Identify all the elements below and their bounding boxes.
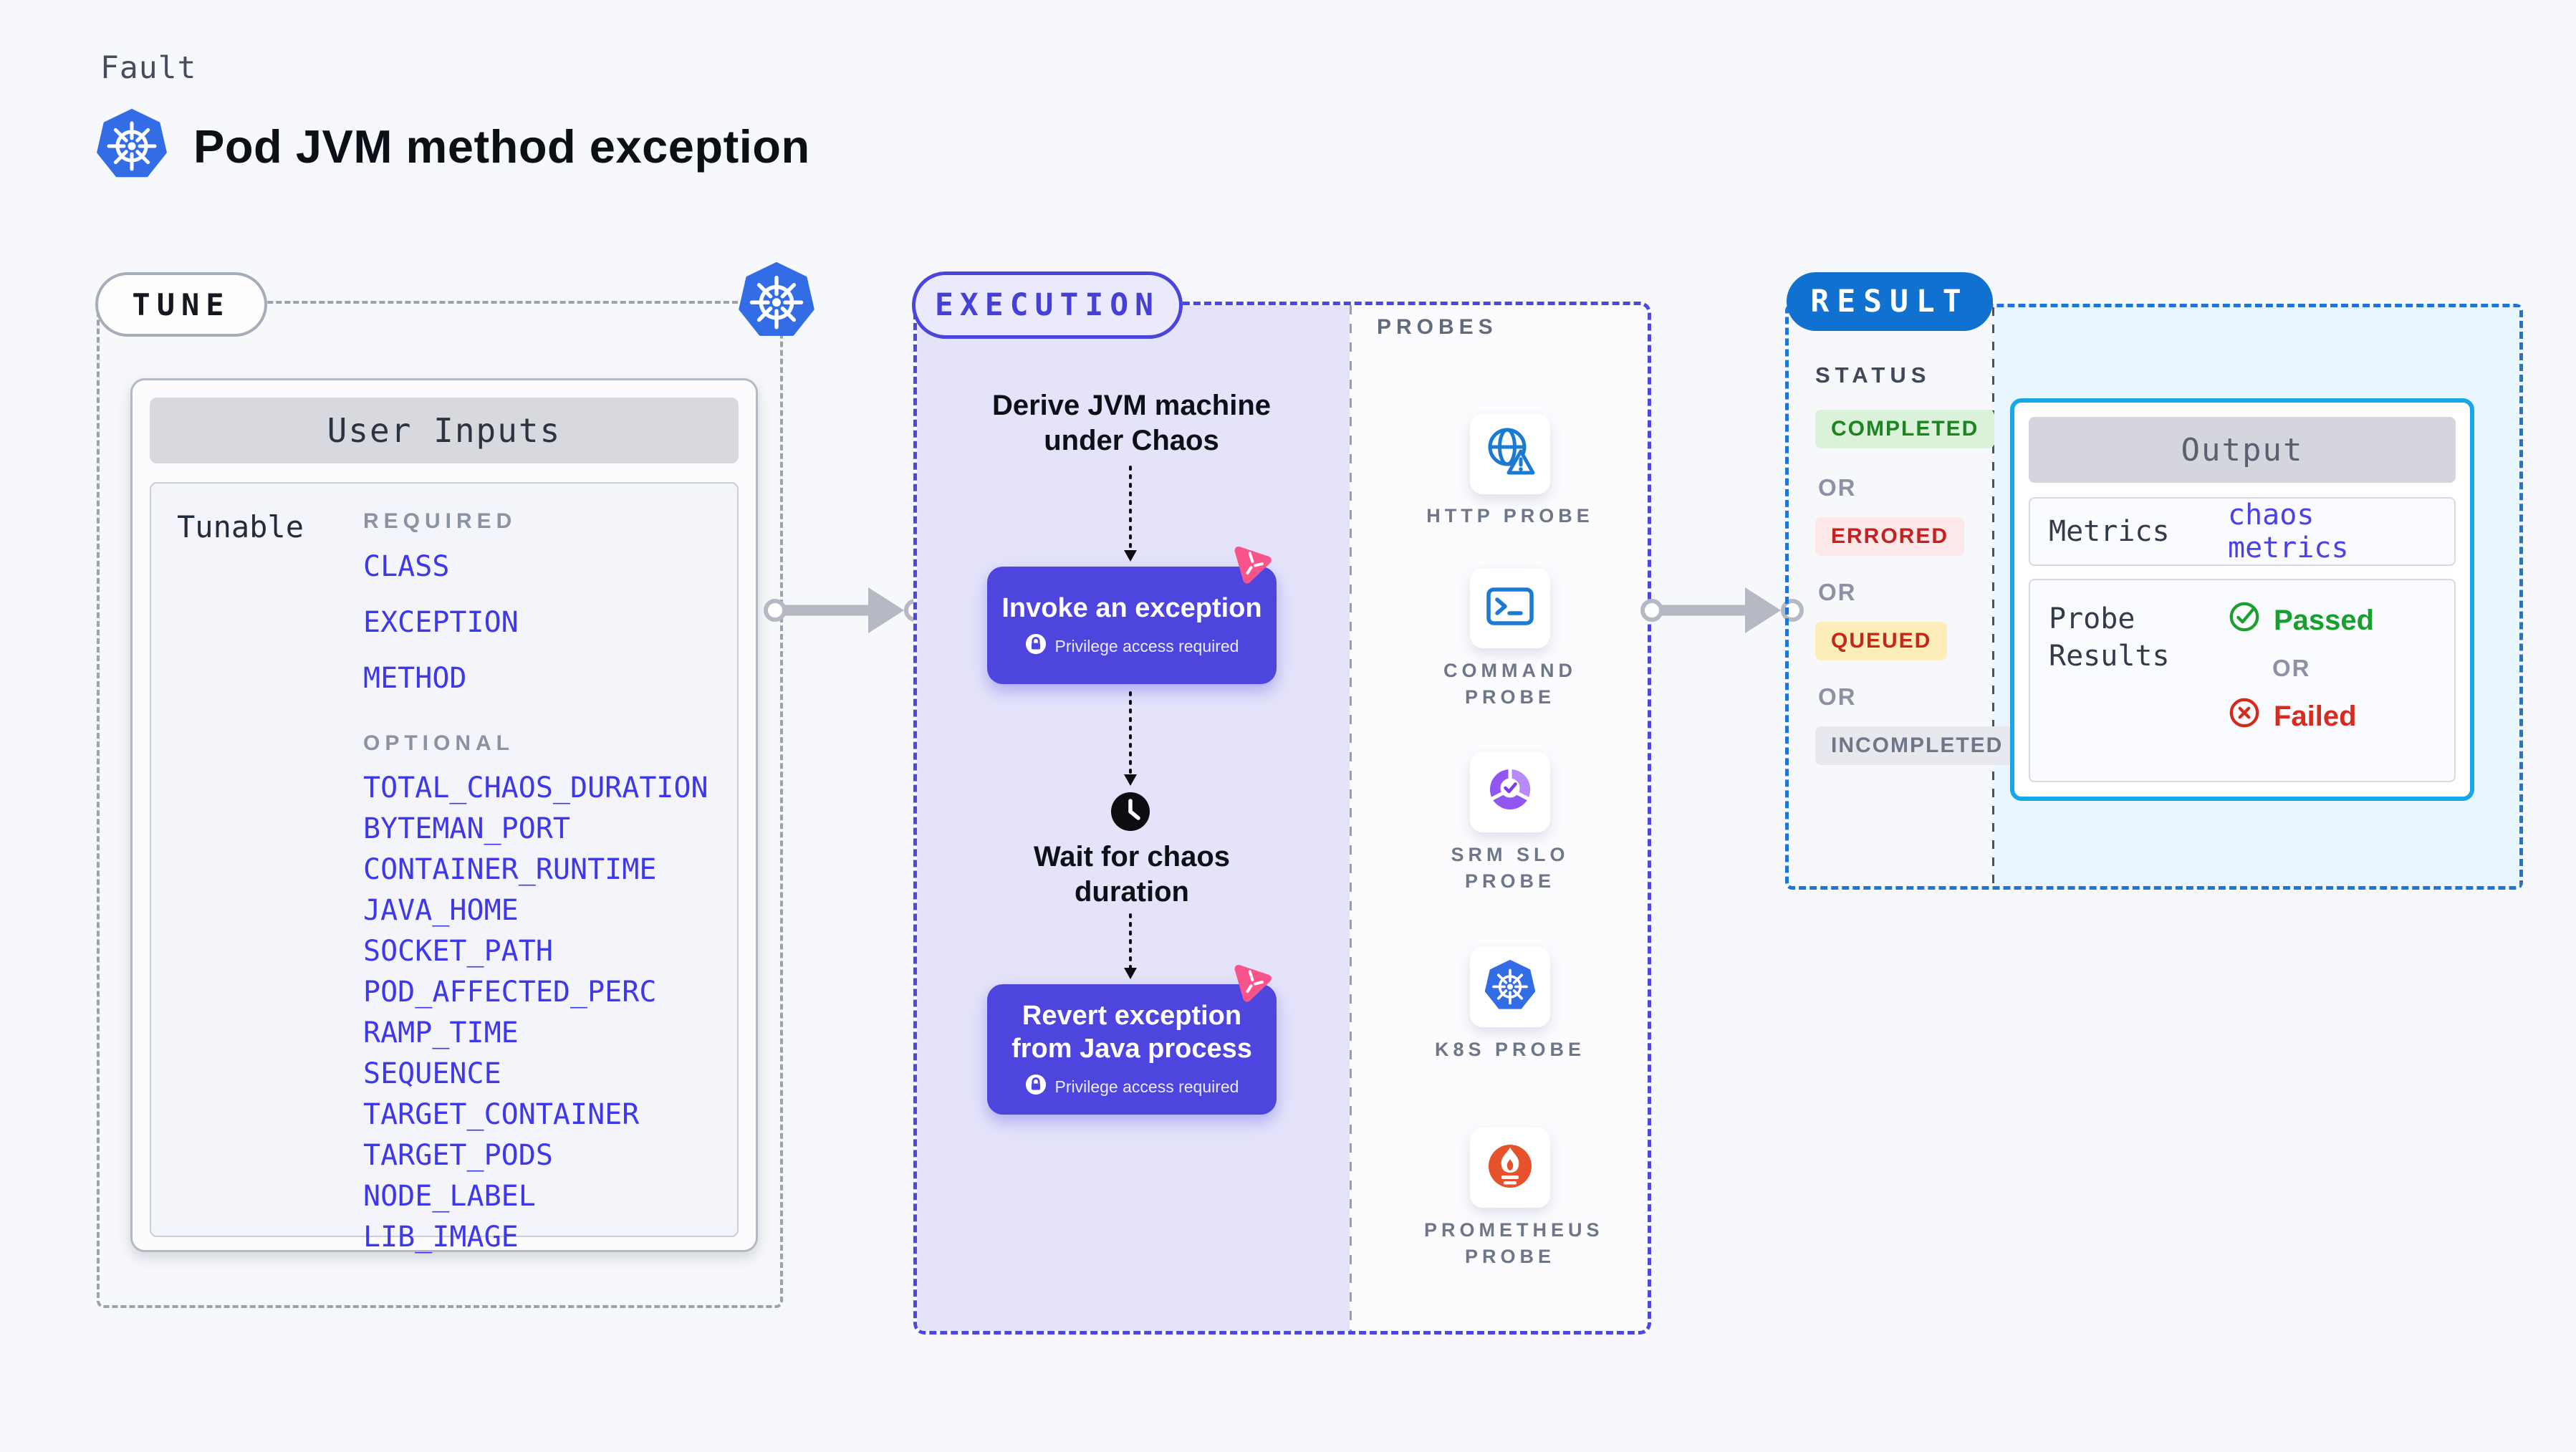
output-title: Output [2029, 417, 2456, 483]
execution-section-label: EXECUTION [935, 287, 1160, 323]
k8s-probe-label: K8S PROBE [1434, 1039, 1586, 1060]
tune-section-pill: TUNE [95, 272, 267, 337]
page-header: Pod JVM method exception [96, 109, 810, 184]
user-inputs-body: Tunable REQUIRED CLASS EXCEPTION METHOD … [150, 482, 739, 1252]
user-inputs-card: User Inputs Tunable REQUIRED CLASS EXCEP… [130, 378, 758, 1252]
slo-gauge-icon [1483, 764, 1537, 822]
or-label: OR [1818, 579, 1857, 605]
clock-icon [1110, 791, 1151, 836]
privilege-badge-text: Privilege access required [1054, 1077, 1239, 1096]
tunables-list: REQUIRED CLASS EXCEPTION METHOD OPTIONAL… [363, 502, 708, 1263]
prometheus-icon [1483, 1139, 1537, 1197]
privilege-badge: Privilege access required [1025, 1074, 1239, 1100]
tune-section-boundary [97, 301, 783, 1308]
kubernetes-icon [1484, 959, 1536, 1015]
http-probe-card[interactable] [1470, 414, 1550, 494]
param-pod-affected-perc: POD_AFFECTED_PERC [363, 976, 657, 1009]
output-card: Output Metrics chaos metrics Probe Resul… [2010, 398, 2474, 801]
param-byteman-port: BYTEMAN_PORT [363, 812, 570, 845]
check-circle-icon [2228, 600, 2261, 640]
param-socket-path: SOCKET_PATH [363, 935, 553, 968]
probes-heading: PROBES [1377, 315, 1498, 339]
status-output-divider [1992, 307, 1994, 886]
failed-line: Failed [2228, 696, 2374, 736]
param-total-chaos-duration: TOTAL_CHAOS_DURATION [363, 771, 708, 804]
result-section-pill: RESULT [1787, 272, 1993, 331]
flow-arrow-down-icon [1120, 466, 1140, 565]
flow-arrow-down-icon [1120, 691, 1140, 789]
result-section-label: RESULT [1810, 284, 1969, 319]
tunable-row-label: Tunable [177, 509, 304, 544]
command-probe-label: COMMAND PROBE [1443, 660, 1577, 708]
prometheus-probe-card[interactable] [1470, 1128, 1550, 1208]
privilege-badge-text: Privilege access required [1054, 636, 1239, 655]
param-target-container: TARGET_CONTAINER [363, 1098, 640, 1131]
k8s-probe-card[interactable] [1470, 947, 1550, 1027]
metrics-value: chaos metrics [2228, 499, 2349, 564]
param-lib-image: LIB_IMAGE [363, 1221, 519, 1254]
tune-section-label: TUNE [132, 287, 231, 322]
revert-exception-title: Revert exception from Java process [1011, 1001, 1252, 1064]
user-inputs-title: User Inputs [150, 398, 739, 463]
wait-step-text: Wait for chaos duration [1033, 841, 1231, 908]
param-class: CLASS [363, 550, 450, 583]
http-probe-label: HTTP PROBE [1426, 505, 1594, 527]
failed-label: Failed [2274, 700, 2357, 732]
param-method: METHOD [363, 662, 467, 695]
fault-eyebrow: Fault [100, 50, 197, 86]
metrics-row: Metrics chaos metrics [2029, 497, 2456, 566]
execution-to-result-arrow [1638, 583, 1810, 641]
terminal-icon [1483, 580, 1537, 638]
prometheus-probe-label: PROMETHEUS PROBE [1424, 1219, 1604, 1267]
privilege-badge: Privilege access required [1025, 633, 1239, 659]
x-circle-icon [2228, 696, 2261, 736]
lock-icon [1025, 633, 1047, 659]
param-ramp-time: RAMP_TIME [363, 1016, 519, 1049]
or-label: OR [2272, 655, 2311, 681]
status-heading: STATUS [1815, 362, 1931, 388]
param-target-pods: TARGET_PODS [363, 1139, 553, 1172]
page-title: Pod JVM method exception [193, 120, 810, 173]
metrics-label: Metrics [2049, 515, 2170, 548]
lock-icon [1025, 1074, 1047, 1100]
param-sequence: SEQUENCE [363, 1057, 501, 1090]
kubernetes-icon [96, 109, 168, 184]
srm-slo-probe-label: SRM SLO PROBE [1451, 844, 1570, 892]
probe-results-label: Probe Results [2049, 602, 2170, 673]
status-badge-incompleted: INCOMPLETED [1815, 726, 2019, 765]
or-label: OR [1818, 683, 1857, 710]
probe-results-values: Passed OR Failed [2228, 600, 2374, 736]
or-label: OR [1818, 474, 1857, 501]
chaos-spark-icon [1226, 956, 1279, 1011]
probe-results-row: Probe Results Passed OR [2029, 579, 2456, 782]
optional-heading: OPTIONAL [363, 731, 514, 755]
status-badge-errored: ERRORED [1815, 517, 1965, 556]
param-node-label: NODE_LABEL [363, 1180, 536, 1213]
chaos-spark-icon [1226, 537, 1279, 592]
status-badge-queued: QUEUED [1815, 622, 1948, 660]
globe-warning-icon [1483, 425, 1537, 484]
execution-section-pill: EXECUTION [912, 271, 1183, 339]
invoke-exception-title: Invoke an exception [1001, 593, 1262, 623]
flow-arrow-down-icon [1120, 913, 1140, 983]
param-java-home: JAVA_HOME [363, 894, 519, 927]
status-badge-completed: COMPLETED [1815, 410, 1995, 448]
passed-label: Passed [2274, 604, 2375, 636]
tune-to-execution-arrow [761, 583, 933, 641]
required-heading: REQUIRED [363, 509, 517, 533]
kubernetes-icon [738, 262, 815, 343]
revert-exception-node[interactable]: Revert exception from Java process Privi… [987, 984, 1277, 1115]
passed-line: Passed [2228, 600, 2374, 640]
param-container-runtime: CONTAINER_RUNTIME [363, 853, 657, 886]
srm-slo-probe-card[interactable] [1470, 752, 1550, 832]
command-probe-card[interactable] [1470, 568, 1550, 648]
invoke-exception-node[interactable]: Invoke an exception Privilege access req… [987, 567, 1277, 684]
derive-step-text: Derive JVM machine under Chaos [991, 390, 1272, 456]
execution-probes-divider [1350, 305, 1352, 1331]
param-exception: EXCEPTION [363, 606, 519, 639]
